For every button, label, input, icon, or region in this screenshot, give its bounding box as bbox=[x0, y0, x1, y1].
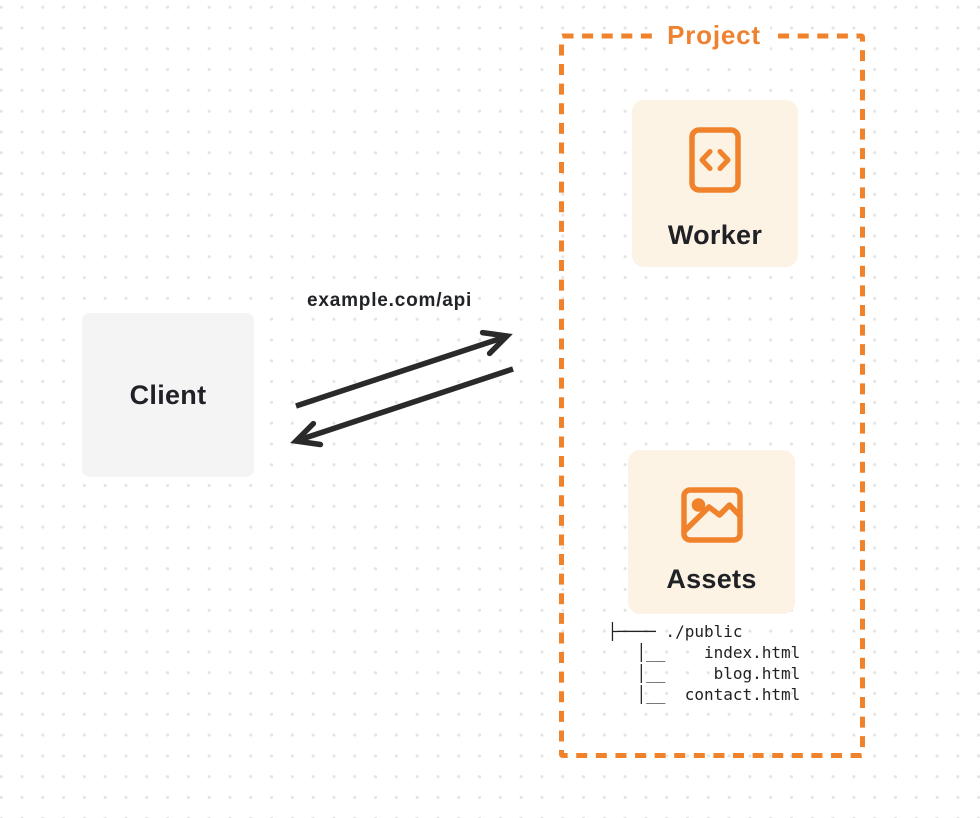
response-arrow-line bbox=[301, 366, 514, 442]
image-icon-frame bbox=[680, 487, 743, 543]
request-arrow-line bbox=[295, 335, 503, 409]
code-icon-frame bbox=[689, 127, 741, 193]
request-url-label: example.com/api bbox=[307, 290, 473, 311]
image-icon-mountains bbox=[680, 502, 743, 535]
assets-node: Assets bbox=[628, 450, 795, 614]
code-icon bbox=[689, 127, 741, 193]
arrow-up-right-icon bbox=[479, 329, 513, 357]
client-node: Client bbox=[82, 313, 254, 477]
client-label: Client bbox=[129, 379, 207, 410]
code-icon-chevron-left bbox=[699, 149, 713, 171]
worker-label: Worker bbox=[667, 220, 763, 250]
image-icon bbox=[680, 487, 743, 543]
arrow-down-left-icon bbox=[290, 420, 324, 448]
image-icon-sun bbox=[691, 498, 705, 512]
project-label: Project bbox=[658, 21, 770, 50]
request-arrow bbox=[295, 329, 513, 409]
file-tree: ├──── ./public │__ index.html │__ blog.h… bbox=[607, 622, 801, 704]
response-arrow bbox=[290, 366, 514, 448]
code-icon-chevron-right bbox=[717, 149, 731, 171]
worker-node: Worker bbox=[632, 100, 798, 267]
assets-label: Assets bbox=[666, 564, 757, 594]
